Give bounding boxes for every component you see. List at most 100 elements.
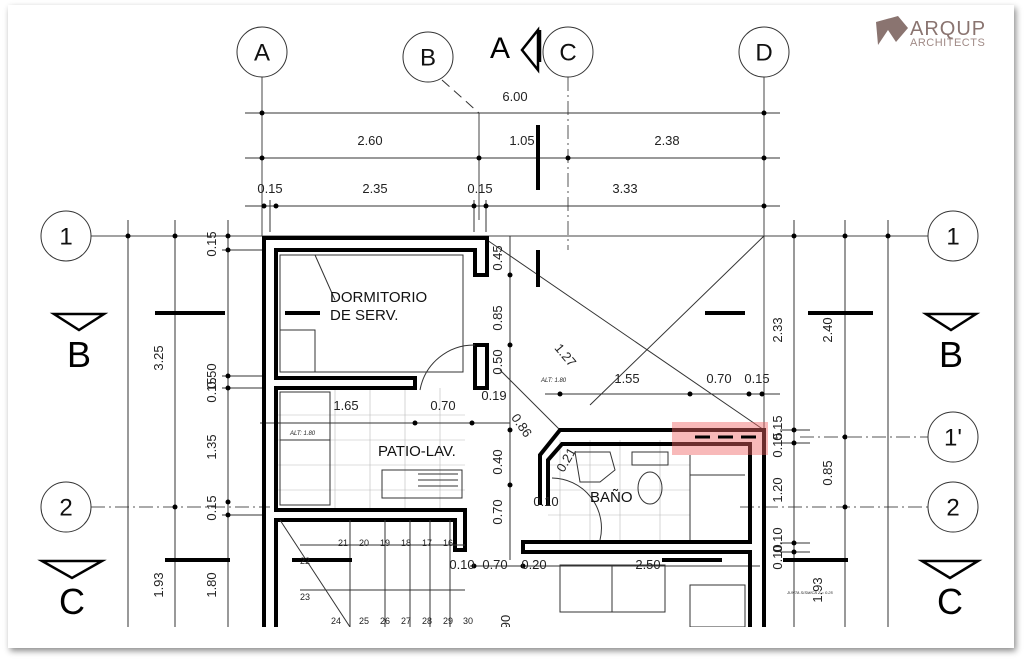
- dim: 2.60: [357, 133, 382, 148]
- room-label-patio: PATIO-LAV.: [378, 443, 456, 460]
- stair-step: 24: [331, 616, 341, 626]
- left-dimensions: 3.25 1.93 0.15 0.50 0.15 1.35 0.15 1.80: [151, 231, 219, 597]
- logo-subtitle: ARCHITECTS: [910, 37, 985, 49]
- axis-a-label: A: [254, 40, 270, 67]
- top-dimensions: 6.00 2.60 1.05 2.38 0.15 2.35 0.15 3.33: [257, 89, 679, 196]
- section-b-left-arrow-icon: [49, 312, 109, 332]
- dim: 0.50: [204, 363, 219, 388]
- stair-step: 27: [401, 616, 411, 626]
- stair-step: 26: [380, 616, 390, 626]
- section-c-left-label: C: [59, 581, 85, 622]
- dim: 1.20: [770, 477, 785, 502]
- axis-b-label: B: [420, 45, 436, 72]
- dim: 0.15: [770, 415, 785, 440]
- dim: 0.15: [257, 181, 282, 196]
- dim: 2.35: [362, 181, 387, 196]
- dim: 1.93: [810, 577, 825, 602]
- section-a-arrow-icon: [520, 26, 542, 74]
- grid-lines: [91, 77, 928, 627]
- logo-mark-icon: [876, 16, 908, 45]
- dimension-dots: [125, 110, 891, 569]
- stair-step: 20: [359, 538, 369, 548]
- dim: 0.85: [490, 305, 505, 330]
- stair-step: 25: [359, 616, 369, 626]
- section-marks: [37, 26, 983, 580]
- dim: 0.15: [770, 432, 785, 457]
- stair-step: 19: [380, 538, 390, 548]
- stair-step: 17: [422, 538, 432, 548]
- stair-step: 29: [443, 616, 453, 626]
- dim: 0.15: [204, 377, 219, 402]
- section-b-left-label: B: [67, 334, 91, 375]
- section-a-label: A: [490, 32, 510, 65]
- dim: 0.15: [744, 371, 769, 386]
- dim: 1.27: [552, 341, 580, 370]
- section-b-right-label: B: [939, 334, 963, 375]
- section-c-right-arrow-icon: [917, 559, 983, 580]
- axis-c-label: C: [559, 40, 576, 67]
- dim: 90: [498, 615, 513, 629]
- dim: 0.70: [490, 499, 505, 524]
- stair-step: 18: [401, 538, 411, 548]
- dim: 2.33: [770, 317, 785, 342]
- dim: 0.20: [521, 557, 546, 572]
- dim: 0.85: [820, 460, 835, 485]
- axis-bubbles: A B C D 1 1 1' 2 2: [40, 26, 979, 533]
- dim: 0.10: [533, 494, 558, 509]
- axis-1prime-label: 1': [944, 425, 962, 452]
- interior-dimensions: 1.65 0.70 0.19 0.86 0.45 0.85 0.50 0.40 …: [333, 245, 769, 629]
- dim: 2.50: [635, 557, 660, 572]
- dim: 0.15: [204, 495, 219, 520]
- floor-tiles: [276, 388, 690, 540]
- dim: 0.19: [481, 388, 506, 403]
- company-logo: ARQUP ARCHITECTS: [876, 16, 986, 49]
- dim: 1.93: [151, 572, 166, 597]
- note-junta: JUNTA SISMICA Z = 0.25: [786, 590, 834, 595]
- section-c-right-label: C: [937, 581, 963, 622]
- drawing-sheet: [8, 5, 1014, 648]
- dim: 0.70: [482, 557, 507, 572]
- dim: 0.10: [449, 557, 474, 572]
- dim: 0.40: [490, 449, 505, 474]
- stair-step: 16: [443, 538, 453, 548]
- right-dimensions: 2.33 0.15 0.15 1.20 0.10 0.10 2.40 0.85 …: [770, 317, 835, 602]
- dim: 1.05: [509, 133, 534, 148]
- axis-1-left-label: 1: [59, 224, 72, 251]
- dim: 0.45: [490, 245, 505, 270]
- axis-2-right-label: 2: [946, 495, 959, 522]
- dim: 3.33: [612, 181, 637, 196]
- section-b-right-arrow-icon: [921, 312, 981, 332]
- stair-numbers: 21 20 19 18 17 16 22 23 24 25 26 27 28 2…: [300, 538, 473, 626]
- stair-step: 22: [300, 556, 310, 566]
- room-label-bano: BAÑO: [590, 489, 633, 506]
- dim: 2.40: [820, 317, 835, 342]
- dim-overall: 6.00: [502, 89, 527, 104]
- room-label-dormitorio-2: DE SERV.: [330, 307, 398, 324]
- dim: 1.80: [204, 572, 219, 597]
- axis-d-label: D: [755, 40, 772, 67]
- axis-2-left-label: 2: [59, 495, 72, 522]
- stair-step: 21: [338, 538, 348, 548]
- dim: 0.86: [508, 411, 535, 440]
- dim: 0.15: [204, 231, 219, 256]
- room-label-dormitorio: DORMITORIO: [330, 289, 427, 306]
- dim: 0.15: [467, 181, 492, 196]
- dim: 1.35: [204, 434, 219, 459]
- axis-1-right-label: 1: [946, 224, 959, 251]
- dim: 1.65: [333, 398, 358, 413]
- dim: 3.25: [151, 345, 166, 370]
- stair-step: 28: [422, 616, 432, 626]
- dim: 0.50: [490, 349, 505, 374]
- dim: 0.10: [770, 527, 785, 552]
- logo-name: ARQUP: [910, 18, 986, 40]
- note-alt-2: ALT: 1.80: [289, 431, 316, 437]
- dim: 0.10: [770, 544, 785, 569]
- stair-step: 23: [300, 592, 310, 602]
- dim: 0.70: [430, 398, 455, 413]
- walls: [262, 236, 766, 627]
- note-alt-1: ALT: 1.80: [540, 378, 567, 384]
- dim: 1.55: [614, 371, 639, 386]
- section-c-left-arrow-icon: [37, 559, 107, 580]
- stair-step: 30: [463, 616, 473, 626]
